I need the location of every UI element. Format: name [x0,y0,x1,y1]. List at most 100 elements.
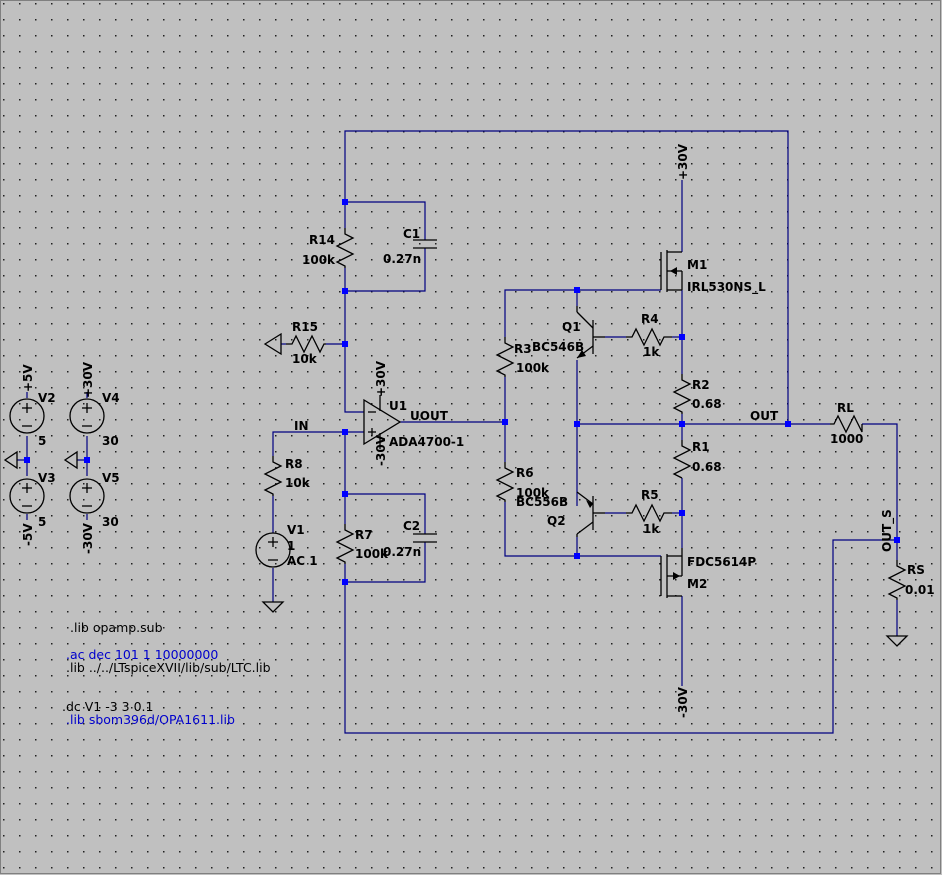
wire-c2-loop-bottom[interactable] [345,542,426,583]
net-labels: IN UOUT OUT OUT_S +30V -30V +30V -30V +5… [21,143,895,718]
label-m1-name: M1 [687,258,707,272]
voltage-source-v1[interactable] [255,532,291,568]
ground-symbol-rs [885,635,909,647]
junction[interactable] [894,537,900,543]
directive-lib-opa1611[interactable]: .lib sbom396d/OPA1611.lib [66,712,235,727]
wire-c2-loop[interactable] [345,493,426,534]
resistor-r15[interactable] [286,334,326,354]
ground-symbol-supply [3,450,78,470]
directive-dc-sweep[interactable]: .dc V1 -3 3 0.1 [62,699,153,714]
voltage-source-v2[interactable] [9,398,45,434]
label-r7-value: 100k [355,547,389,561]
label-v2-name: V2 [38,391,56,405]
junction[interactable] [574,421,580,427]
resistor-r5[interactable] [626,503,672,523]
directive-lib-ltc[interactable]: .lib ../../LTspiceXVII/lib/sub/LTC.lib [66,660,271,675]
junction[interactable] [342,288,348,294]
ground-symbol-r15 [263,332,282,356]
mosfet-m2[interactable] [660,548,683,598]
wire-c1-loop[interactable] [345,201,426,240]
voltage-source-v3[interactable] [9,478,45,514]
wire-inv-node[interactable] [344,291,364,413]
resistor-r14[interactable] [335,228,355,268]
label-q2-value: BC556B [516,495,568,509]
wire-r7-bottom[interactable] [344,539,897,734]
capacitor-c2[interactable] [413,533,437,543]
transistor-q2[interactable] [576,491,605,537]
opamp-u1[interactable] [363,395,402,449]
junction[interactable] [24,457,30,463]
junction[interactable] [342,199,348,205]
mosfet-m1[interactable] [660,250,683,292]
label-c1-name: C1 [403,227,420,241]
voltage-source-v5[interactable] [69,478,105,514]
label-r1-name: R1 [692,440,710,454]
label-m2-name: M2 [687,577,707,591]
resistor-rs[interactable] [887,560,907,600]
wires [17,130,898,734]
label-r6-name: R6 [516,466,534,480]
net-label-m1-supply: +30V [676,143,690,180]
junction[interactable] [785,421,791,427]
junction[interactable] [342,491,348,497]
resistor-r7[interactable] [335,524,355,564]
junction[interactable] [342,429,348,435]
label-c2-name: C2 [403,519,420,533]
voltage-source-v4[interactable] [69,398,105,434]
label-r3-value: 100k [516,361,550,375]
junction[interactable] [502,419,508,425]
label-r5-name: R5 [641,488,659,502]
junction[interactable] [574,287,580,293]
label-v2-value: 5 [38,434,46,448]
wire-in[interactable] [272,431,364,456]
junction[interactable] [679,510,685,516]
label-q2-name: Q2 [547,514,566,528]
label-rl-value: 1000 [830,432,863,446]
resistor-r8[interactable] [263,456,283,496]
junction[interactable] [342,341,348,347]
wire-out-feedback[interactable] [344,130,789,424]
junction[interactable] [342,579,348,585]
junction[interactable] [574,553,580,559]
resistor-rl[interactable] [830,414,863,434]
label-r4-value: 1k [643,345,660,359]
label-c2-value: 0.27n [383,545,421,559]
net-label-m2-supply: -30V [676,686,690,718]
wire-rl-right[interactable] [862,423,898,560]
capacitor-c1[interactable] [413,239,437,249]
junction[interactable] [679,421,685,427]
label-r4-name: R4 [641,312,659,326]
wire-r3-top[interactable] [504,289,661,337]
directive-ac-analysis[interactable]: .ac dec 101 1 10000000 [66,647,218,662]
label-r6-value: 100k [516,486,550,500]
resistor-r4[interactable] [626,327,672,347]
resistor-r1[interactable] [672,440,692,479]
resistor-r2[interactable] [672,374,692,414]
net-label-v4-pos: +30V [81,361,95,398]
ground-symbol-v1 [261,601,285,613]
label-r5-value: 1k [643,522,660,536]
label-v3-name: V3 [38,471,56,485]
label-v3-value: 5 [38,515,46,529]
label-r2-name: R2 [692,378,710,392]
label-r8-name: R8 [285,457,303,471]
directive-lib-opamp[interactable]: .lib opamp.sub [70,620,163,635]
label-r15-name: R15 [292,320,318,334]
label-r14-name: R14 [309,233,335,247]
label-r3-name: R3 [514,342,532,356]
wire-c1-loop-bottom[interactable] [345,248,426,292]
net-label-u1-vneg: -30V [374,434,388,466]
transistor-q1[interactable] [576,306,605,359]
resistor-r3[interactable] [495,337,515,377]
label-rs-name: RS [907,563,925,577]
label-q1-value: BC546B [532,340,584,354]
label-u1-value: ADA4700-1 [389,435,464,449]
resistor-r6[interactable] [495,462,515,502]
wire-r6-bottom[interactable] [504,502,661,557]
label-r15-value: 10k [292,352,318,366]
junction[interactable] [84,457,90,463]
label-v1-name: V1 [287,523,305,537]
junction[interactable] [679,334,685,340]
label-v5-value: 30 [102,515,119,529]
